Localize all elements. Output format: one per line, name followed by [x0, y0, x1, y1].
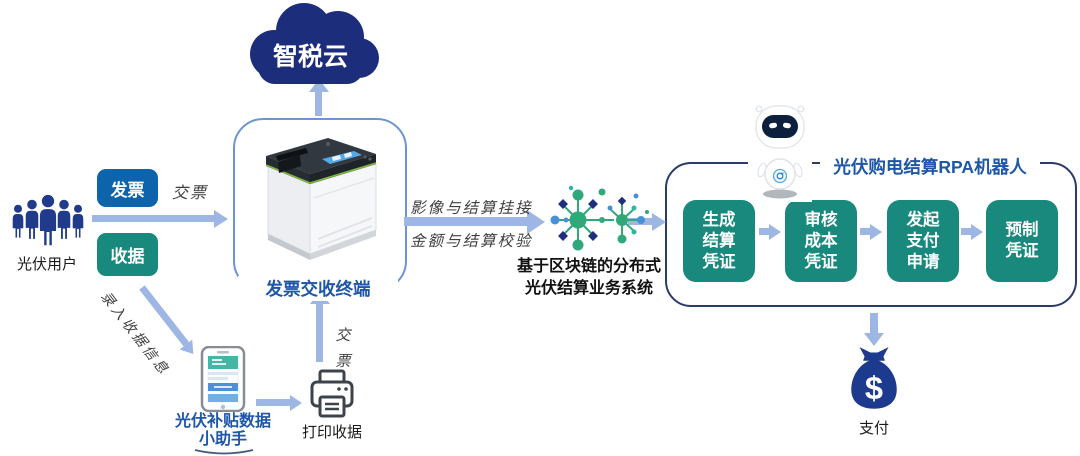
blockchain-label: 基于区块链的分布式 光伏结算业务系统 — [516, 258, 661, 297]
submit-invoice-vertical-label: 交 票 — [335, 326, 353, 370]
arrow-rpa-to-payment — [870, 313, 878, 333]
printer-icon — [310, 369, 354, 418]
arrow-terminal-to-cloud — [315, 92, 322, 116]
step-generate-settlement-voucher: 生成 结算 凭证 — [683, 200, 755, 282]
arrow-terminal-to-blockchain — [404, 217, 527, 226]
rpa-title: 光伏购电结算RPA机器人 — [820, 156, 1040, 178]
assistant-label: 光伏补贴数据 小助手 — [174, 413, 271, 448]
cloud-icon — [250, 3, 379, 84]
invoice-terminal-icon — [265, 138, 377, 260]
users-icon — [12, 193, 84, 247]
users-label: 光伏用户 — [16, 256, 77, 273]
arrow-step-3-4 — [961, 228, 971, 235]
payment-label: 支付 — [858, 420, 889, 437]
amount-check-label: 金额与结算校验 — [410, 232, 533, 250]
step-initiate-payment-request: 发起 支付 申请 — [887, 200, 959, 282]
arrow-step-1-2 — [759, 228, 769, 235]
phone-icon — [200, 346, 246, 412]
printer-label: 打印收据 — [301, 424, 362, 441]
image-settlement-label: 影像与结算挂接 — [410, 199, 533, 217]
cloud-label: 智税云 — [272, 43, 348, 71]
money-bag-icon: $ — [851, 347, 897, 409]
arrow-assistant-to-printer — [256, 399, 290, 406]
robot-icon — [748, 102, 812, 202]
arrow-printer-to-terminal — [316, 304, 323, 362]
arrow-step-2-3 — [860, 228, 870, 235]
submit-invoice-label: 交票 — [171, 183, 208, 202]
assistant-underline — [194, 449, 254, 455]
invoice-tag: 发票 — [97, 169, 158, 207]
enter-receipt-info-label: 录入收据信息 — [97, 288, 173, 380]
receipt-tag: 收据 — [97, 233, 158, 276]
dollar-symbol: $ — [865, 369, 883, 406]
terminal-label: 发票交收终端 — [238, 276, 398, 301]
arrow-users-to-terminal — [92, 215, 214, 222]
step-prepare-voucher: 预制 凭证 — [986, 200, 1058, 282]
step-review-cost-voucher: 审核 成本 凭证 — [785, 200, 857, 282]
blockchain-icon — [550, 185, 649, 251]
